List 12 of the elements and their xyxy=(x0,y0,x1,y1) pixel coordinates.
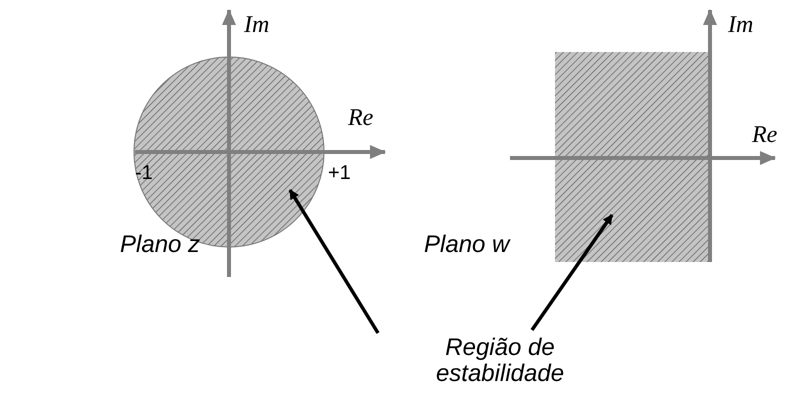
axis-label: Re xyxy=(348,105,374,132)
callout-text: Região de estabilidade xyxy=(415,335,585,388)
axis-label: Im xyxy=(728,12,754,38)
plane-label: Plano z xyxy=(120,232,200,258)
axis-label: Im xyxy=(244,12,270,38)
tick-label: +1 xyxy=(328,162,351,184)
arrow xyxy=(530,214,614,331)
arrow xyxy=(288,189,380,334)
shaded-rectangle xyxy=(555,52,710,262)
axis-label: Re xyxy=(752,122,778,148)
tick-label: -1 xyxy=(135,162,153,184)
plane-label: Plano w xyxy=(424,232,510,258)
